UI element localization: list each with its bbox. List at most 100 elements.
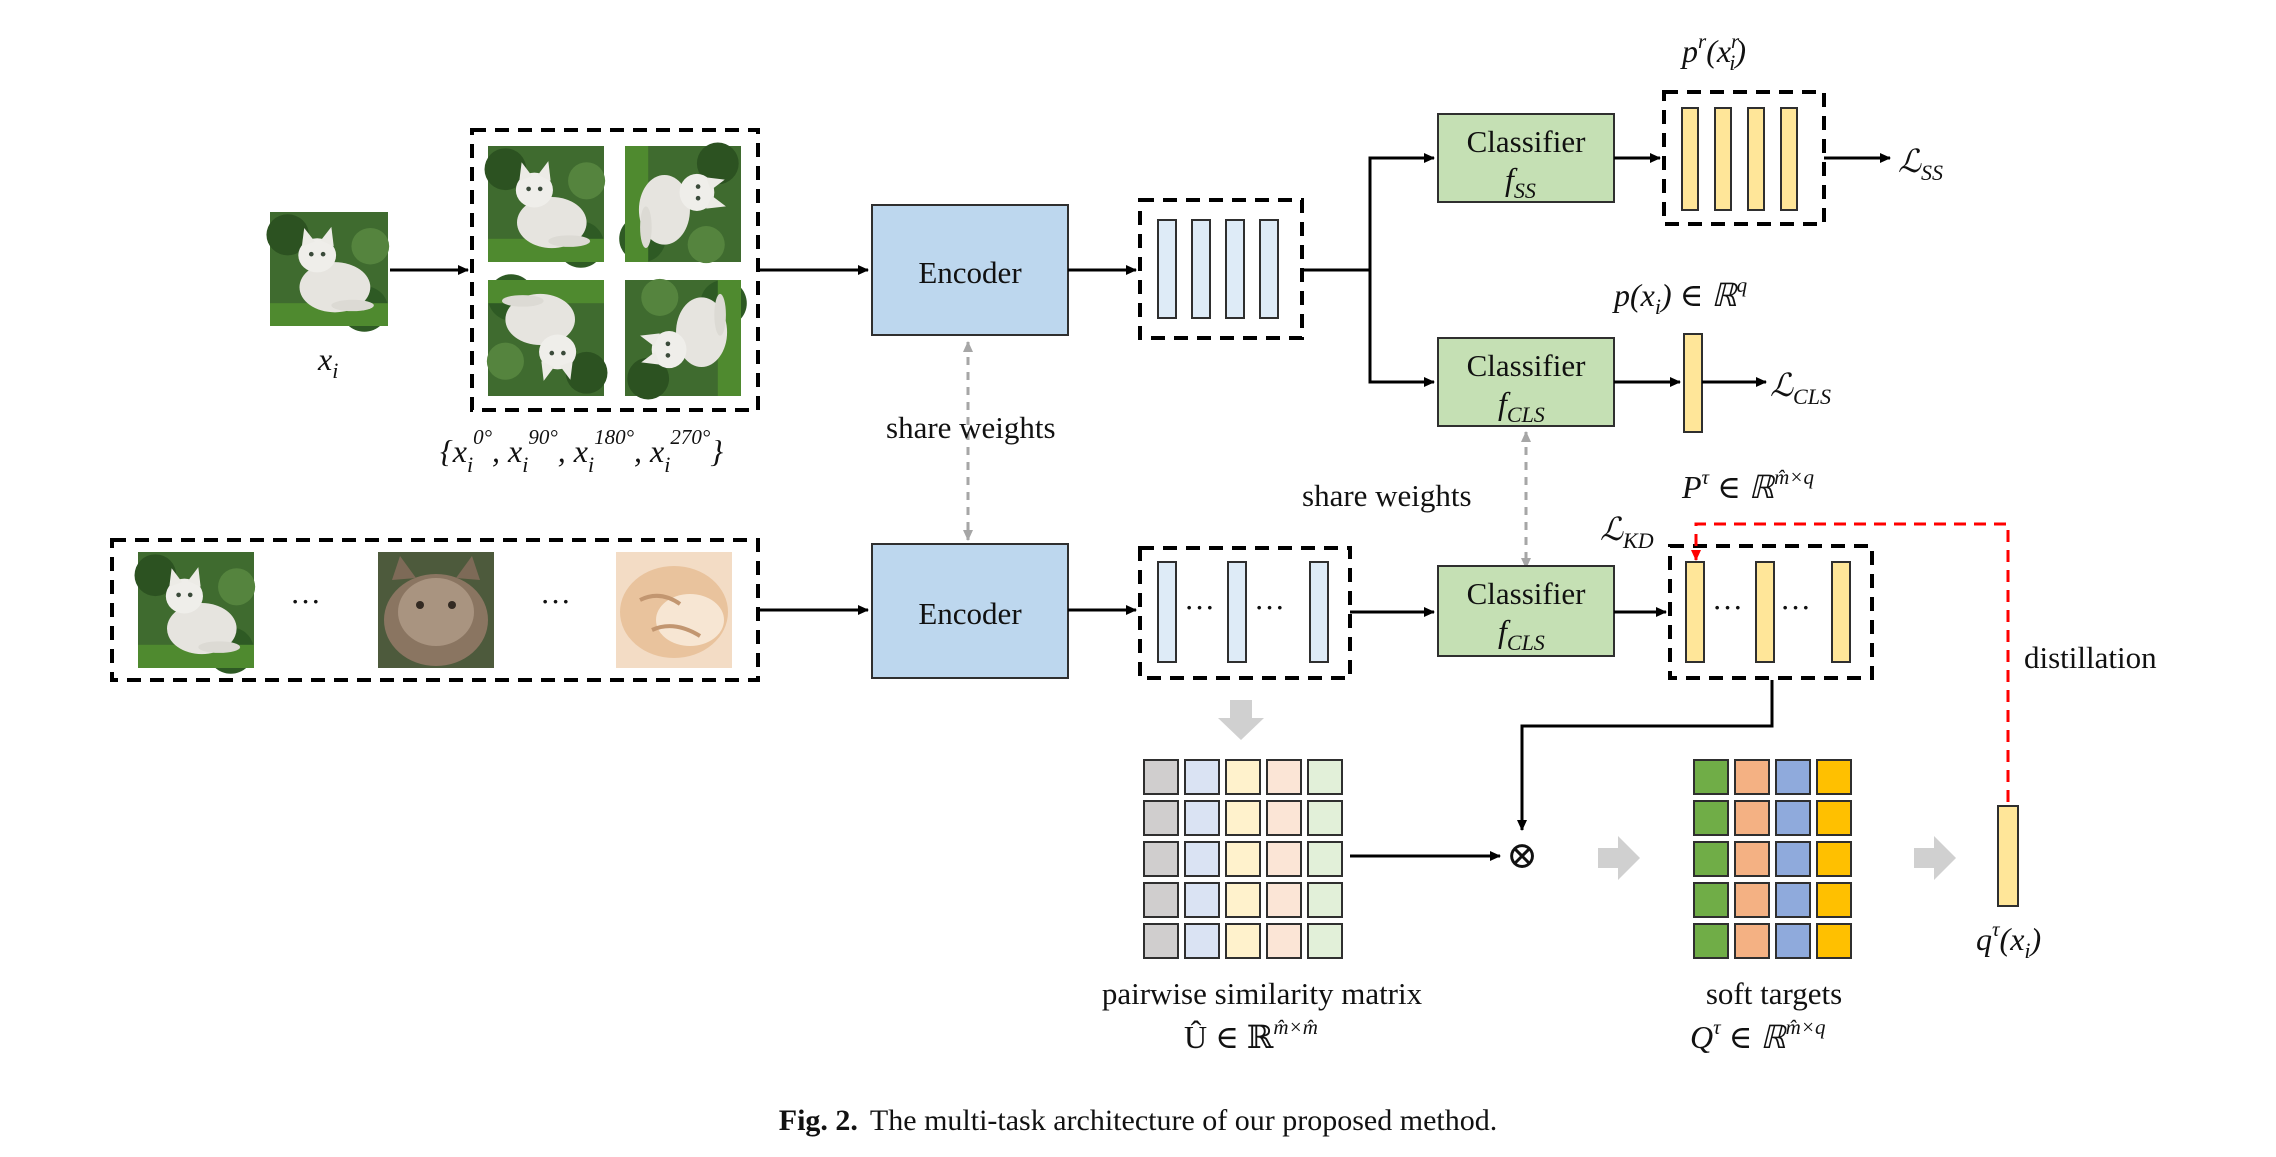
soft-target-cell bbox=[1693, 759, 1729, 795]
ptau-bar bbox=[1685, 561, 1705, 663]
soft-target-cell bbox=[1693, 923, 1729, 959]
distillation-label: distillation bbox=[2024, 640, 2157, 675]
batch-image-1 bbox=[134, 552, 256, 674]
matrix-cell bbox=[1307, 841, 1343, 877]
matrix-cell bbox=[1143, 841, 1179, 877]
feature-bar bbox=[1225, 219, 1245, 319]
soft-target-cell bbox=[1816, 759, 1852, 795]
classifier-cls-bottom-box bbox=[1437, 565, 1615, 657]
prob-bar bbox=[1681, 107, 1699, 211]
batch-ellipsis-1: ··· bbox=[290, 584, 321, 619]
matrix-cell bbox=[1266, 759, 1302, 795]
matrix-cell bbox=[1184, 882, 1220, 918]
prob-bar bbox=[1714, 107, 1732, 211]
gray-right-arrow-1 bbox=[1598, 836, 1640, 880]
classifier-cls-top-label: Classifier bbox=[1467, 348, 1586, 383]
prob-bar bbox=[1747, 107, 1765, 211]
feature-ellipsis: ··· bbox=[1184, 590, 1215, 625]
soft-target-cell bbox=[1693, 841, 1729, 877]
soft-target-cell bbox=[1775, 841, 1811, 877]
feature-bar bbox=[1157, 561, 1177, 663]
matrix-cell bbox=[1307, 923, 1343, 959]
matrix-cell bbox=[1143, 923, 1179, 959]
gray-right-arrow-2 bbox=[1914, 836, 1956, 880]
soft-target-cell bbox=[1734, 841, 1770, 877]
encoder-bottom-box bbox=[871, 543, 1069, 679]
class-prob-bar bbox=[1683, 333, 1703, 433]
matrix-cell bbox=[1184, 759, 1220, 795]
q-tau-label: qτ(xi) bbox=[1976, 917, 2041, 963]
otimes-operator: ⊗ bbox=[1506, 835, 1538, 877]
matrix-cell bbox=[1225, 841, 1261, 877]
rotated-image-0 bbox=[484, 146, 606, 268]
soft-target-cell bbox=[1693, 882, 1729, 918]
p-tau-label: Pτ ∈ ℝm̂×q bbox=[1681, 465, 1814, 505]
input-image bbox=[266, 212, 390, 332]
matrix-cell bbox=[1307, 800, 1343, 836]
q-tau-matrix-label: Qτ ∈ ℝm̂×q bbox=[1690, 1015, 1826, 1055]
soft-target-cell bbox=[1775, 759, 1811, 795]
soft-target-cell bbox=[1816, 841, 1852, 877]
share-weights-right-label: share weights bbox=[1302, 478, 1472, 513]
classifier-cls-top-box bbox=[1437, 337, 1615, 427]
ptau-bar bbox=[1831, 561, 1851, 663]
distillation-arrow bbox=[1691, 522, 2010, 802]
pairwise-title: pairwise similarity matrix bbox=[1102, 976, 1423, 1011]
soft-target-cell bbox=[1816, 923, 1852, 959]
soft-targets-matrix bbox=[1693, 759, 1852, 959]
encoder-top-box bbox=[871, 204, 1069, 336]
loss-cls-label: ℒCLS bbox=[1770, 367, 1831, 409]
soft-target-cell bbox=[1775, 800, 1811, 836]
matrix-cell bbox=[1266, 800, 1302, 836]
feature-ellipsis: ··· bbox=[1254, 590, 1285, 625]
matrix-cell bbox=[1184, 923, 1220, 959]
rotated-image-90 bbox=[619, 142, 741, 264]
soft-target-cell bbox=[1734, 882, 1770, 918]
loss-ss-label: ℒSS bbox=[1898, 143, 1943, 185]
matrix-cell bbox=[1307, 759, 1343, 795]
loss-kd-label: ℒKD bbox=[1600, 511, 1654, 553]
share-weights-left-label: share weights bbox=[886, 410, 1056, 445]
feature-box-bottom bbox=[1138, 546, 1352, 680]
rotation-set-label: {xi0°, xi90°, xi180°, xi270°} bbox=[440, 425, 723, 477]
classifier-ss-label: Classifier bbox=[1467, 124, 1586, 159]
rotated-image-180 bbox=[486, 274, 608, 396]
matrix-cell bbox=[1143, 800, 1179, 836]
batch-image-2 bbox=[378, 552, 494, 668]
u-hat-label: Û ∈ ℝm̂×m̂ bbox=[1184, 1015, 1318, 1055]
pairwise-similarity-matrix bbox=[1143, 759, 1343, 959]
figure-caption: Fig. 2.The multi-task architecture of ou… bbox=[779, 1104, 1497, 1137]
soft-target-cell bbox=[1775, 882, 1811, 918]
arrow-features-to-classifier-ss bbox=[1302, 153, 1435, 272]
x-i-label: xi bbox=[317, 341, 338, 383]
matrix-cell bbox=[1266, 882, 1302, 918]
q-tau-bar bbox=[1997, 805, 2019, 907]
rotation-prob-box bbox=[1662, 90, 1826, 226]
soft-target-cell bbox=[1734, 923, 1770, 959]
ptau-bar bbox=[1755, 561, 1775, 663]
batch-ellipsis-2: ··· bbox=[540, 584, 571, 619]
classifier-ss-box bbox=[1437, 113, 1615, 203]
matrix-cell bbox=[1266, 841, 1302, 877]
rotated-image-270 bbox=[625, 278, 747, 400]
matrix-cell bbox=[1225, 800, 1261, 836]
gray-down-arrow bbox=[1218, 700, 1264, 740]
ptau-ellipsis: ··· bbox=[1712, 590, 1743, 625]
prob-bar bbox=[1780, 107, 1798, 211]
encoder-top-label: Encoder bbox=[918, 255, 1022, 290]
soft-target-cell bbox=[1775, 923, 1811, 959]
ptau-ellipsis: ··· bbox=[1780, 590, 1811, 625]
matrix-cell bbox=[1307, 882, 1343, 918]
soft-target-cell bbox=[1734, 800, 1770, 836]
batch-image-3 bbox=[616, 552, 732, 668]
classifier-cls-bottom-label: Classifier bbox=[1467, 576, 1586, 611]
arrow-features-to-classifier-cls bbox=[1368, 270, 1435, 387]
arrow-ptau-to-otimes bbox=[1517, 680, 1774, 831]
feature-bar bbox=[1227, 561, 1247, 663]
matrix-cell bbox=[1143, 759, 1179, 795]
soft-target-cell bbox=[1816, 882, 1852, 918]
soft-target-cell bbox=[1816, 800, 1852, 836]
